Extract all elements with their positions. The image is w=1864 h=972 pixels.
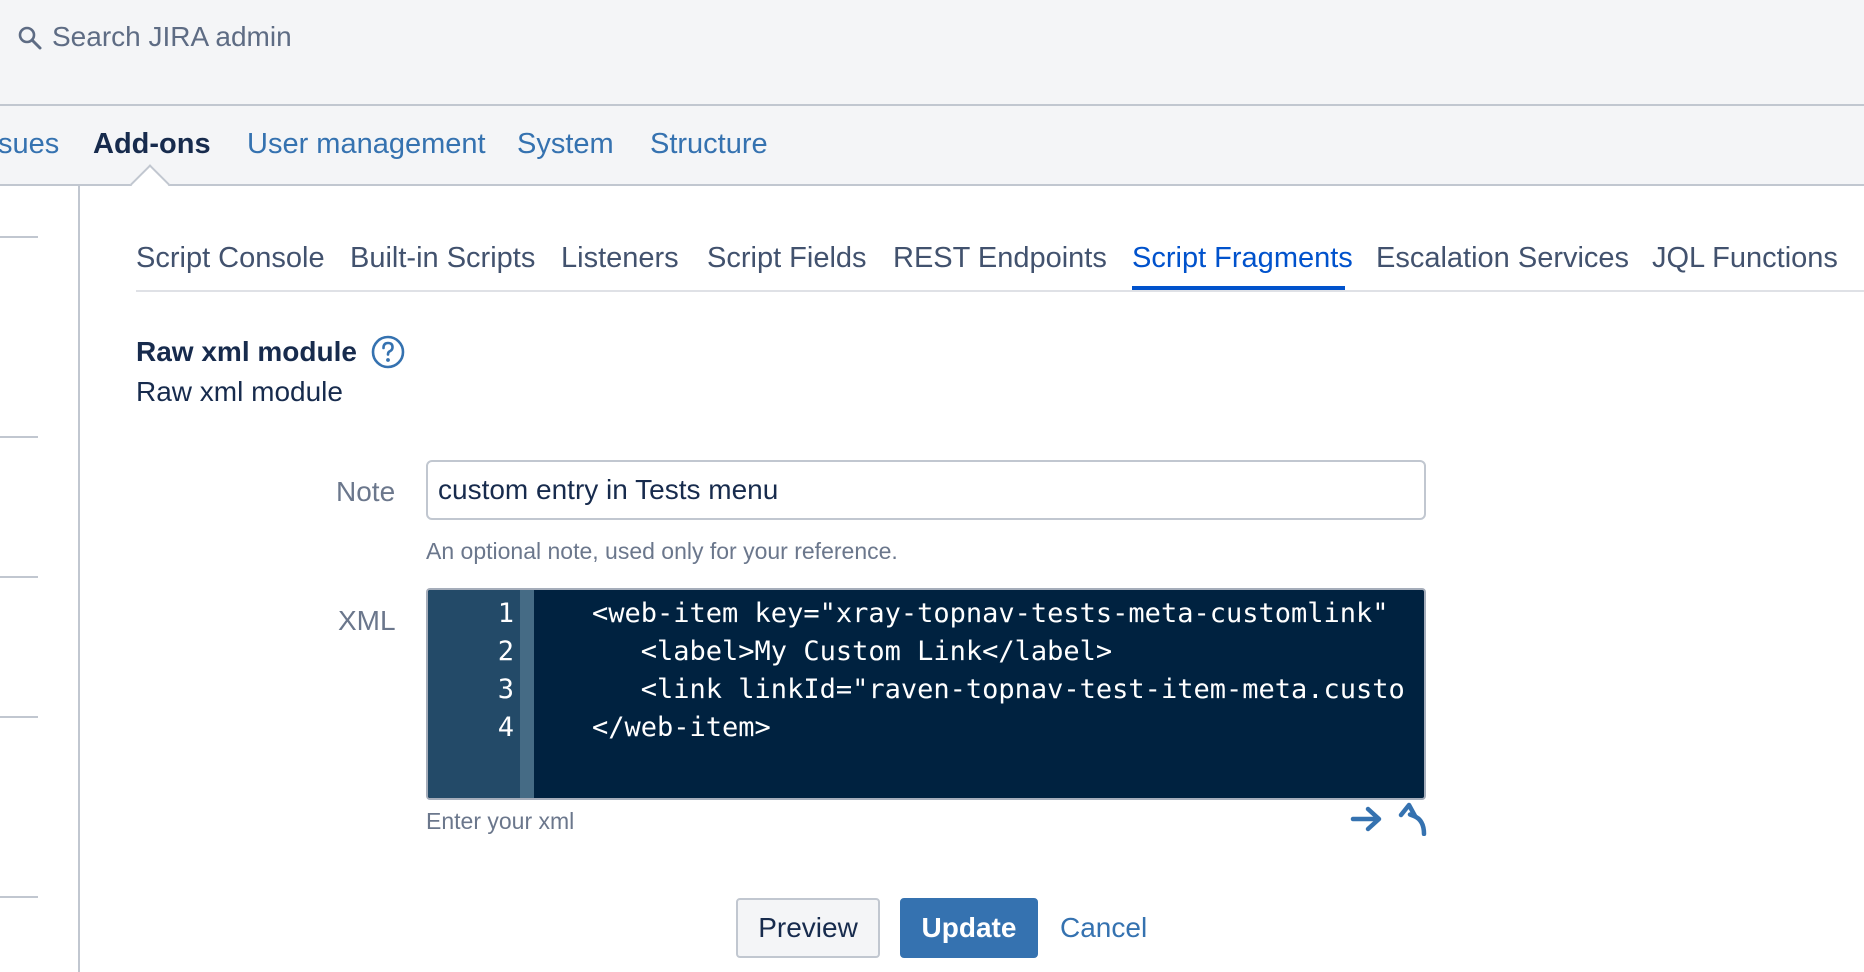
update-button[interactable]: Update [900, 898, 1038, 958]
search-icon [18, 26, 42, 50]
preview-button[interactable]: Preview [736, 898, 880, 958]
active-nav-indicator-cover [128, 186, 172, 192]
tab-script-fragments[interactable]: Script Fragments [1132, 242, 1353, 274]
code-line: <label>My Custom Link</label> [592, 636, 1113, 667]
undo-arrow-icon[interactable] [1396, 802, 1432, 836]
tab-script-fields[interactable]: Script Fields [707, 242, 867, 274]
editor-gutter [428, 590, 520, 798]
cancel-link[interactable]: Cancel [1060, 912, 1148, 943]
code-line: <link linkId="raven-topnav-test-item-met… [592, 674, 1405, 705]
search-input[interactable] [50, 14, 654, 60]
xml-label: XML [338, 605, 396, 636]
scriptrunner-tabs: Script Console Built-in Scripts Listener… [136, 236, 1864, 292]
note-hint: An optional note, used only for your ref… [426, 538, 898, 564]
tab-jql-functions[interactable]: JQL Functions [1652, 242, 1838, 274]
tab-escalation-services[interactable]: Escalation Services [1376, 242, 1630, 274]
topnav-structure[interactable]: Structure [650, 128, 768, 160]
tab-listeners[interactable]: Listeners [561, 242, 679, 274]
editor-fold-bar [520, 590, 534, 798]
xml-hint: Enter your xml [426, 808, 575, 834]
sidebar-separator [0, 436, 38, 438]
tab-built-in-scripts[interactable]: Built-in Scripts [350, 242, 536, 274]
sidebar-separator [0, 236, 38, 238]
sidebar-divider [78, 186, 80, 972]
topnav-system[interactable]: System [517, 128, 614, 160]
tab-script-console[interactable]: Script Console [136, 242, 325, 274]
tab-rest-endpoints[interactable]: REST Endpoints [893, 242, 1107, 274]
topnav-issues[interactable]: sues [0, 128, 60, 160]
code-line: <web-item key="xray-topnav-tests-meta-cu… [592, 598, 1389, 629]
topnav-add-ons[interactable]: Add-ons [93, 128, 211, 160]
line-number: 1 [497, 598, 514, 629]
line-number: 3 [497, 674, 514, 705]
topnav-user-management[interactable]: User management [247, 128, 486, 160]
note-label: Note [336, 476, 396, 507]
sidebar-separator [0, 716, 38, 718]
line-number: 2 [497, 636, 514, 667]
module-title: Raw xml module [136, 336, 357, 367]
sidebar-separator [0, 576, 38, 578]
arrow-right-icon[interactable] [1350, 802, 1386, 836]
admin-top-nav: sues Add-ons User management System Stru… [0, 106, 1864, 186]
xml-code-editor[interactable]: 1 2 3 4 <web-item key="xray-topnav-tests… [426, 588, 1426, 800]
admin-search-bar [0, 0, 1864, 106]
help-icon[interactable] [370, 334, 406, 370]
code-line: </web-item> [592, 712, 771, 743]
line-number: 4 [497, 712, 514, 743]
module-subtitle: Raw xml module [136, 376, 343, 407]
active-tab-underline [1132, 286, 1345, 290]
sidebar-separator [0, 896, 38, 898]
note-input[interactable] [426, 460, 1426, 520]
